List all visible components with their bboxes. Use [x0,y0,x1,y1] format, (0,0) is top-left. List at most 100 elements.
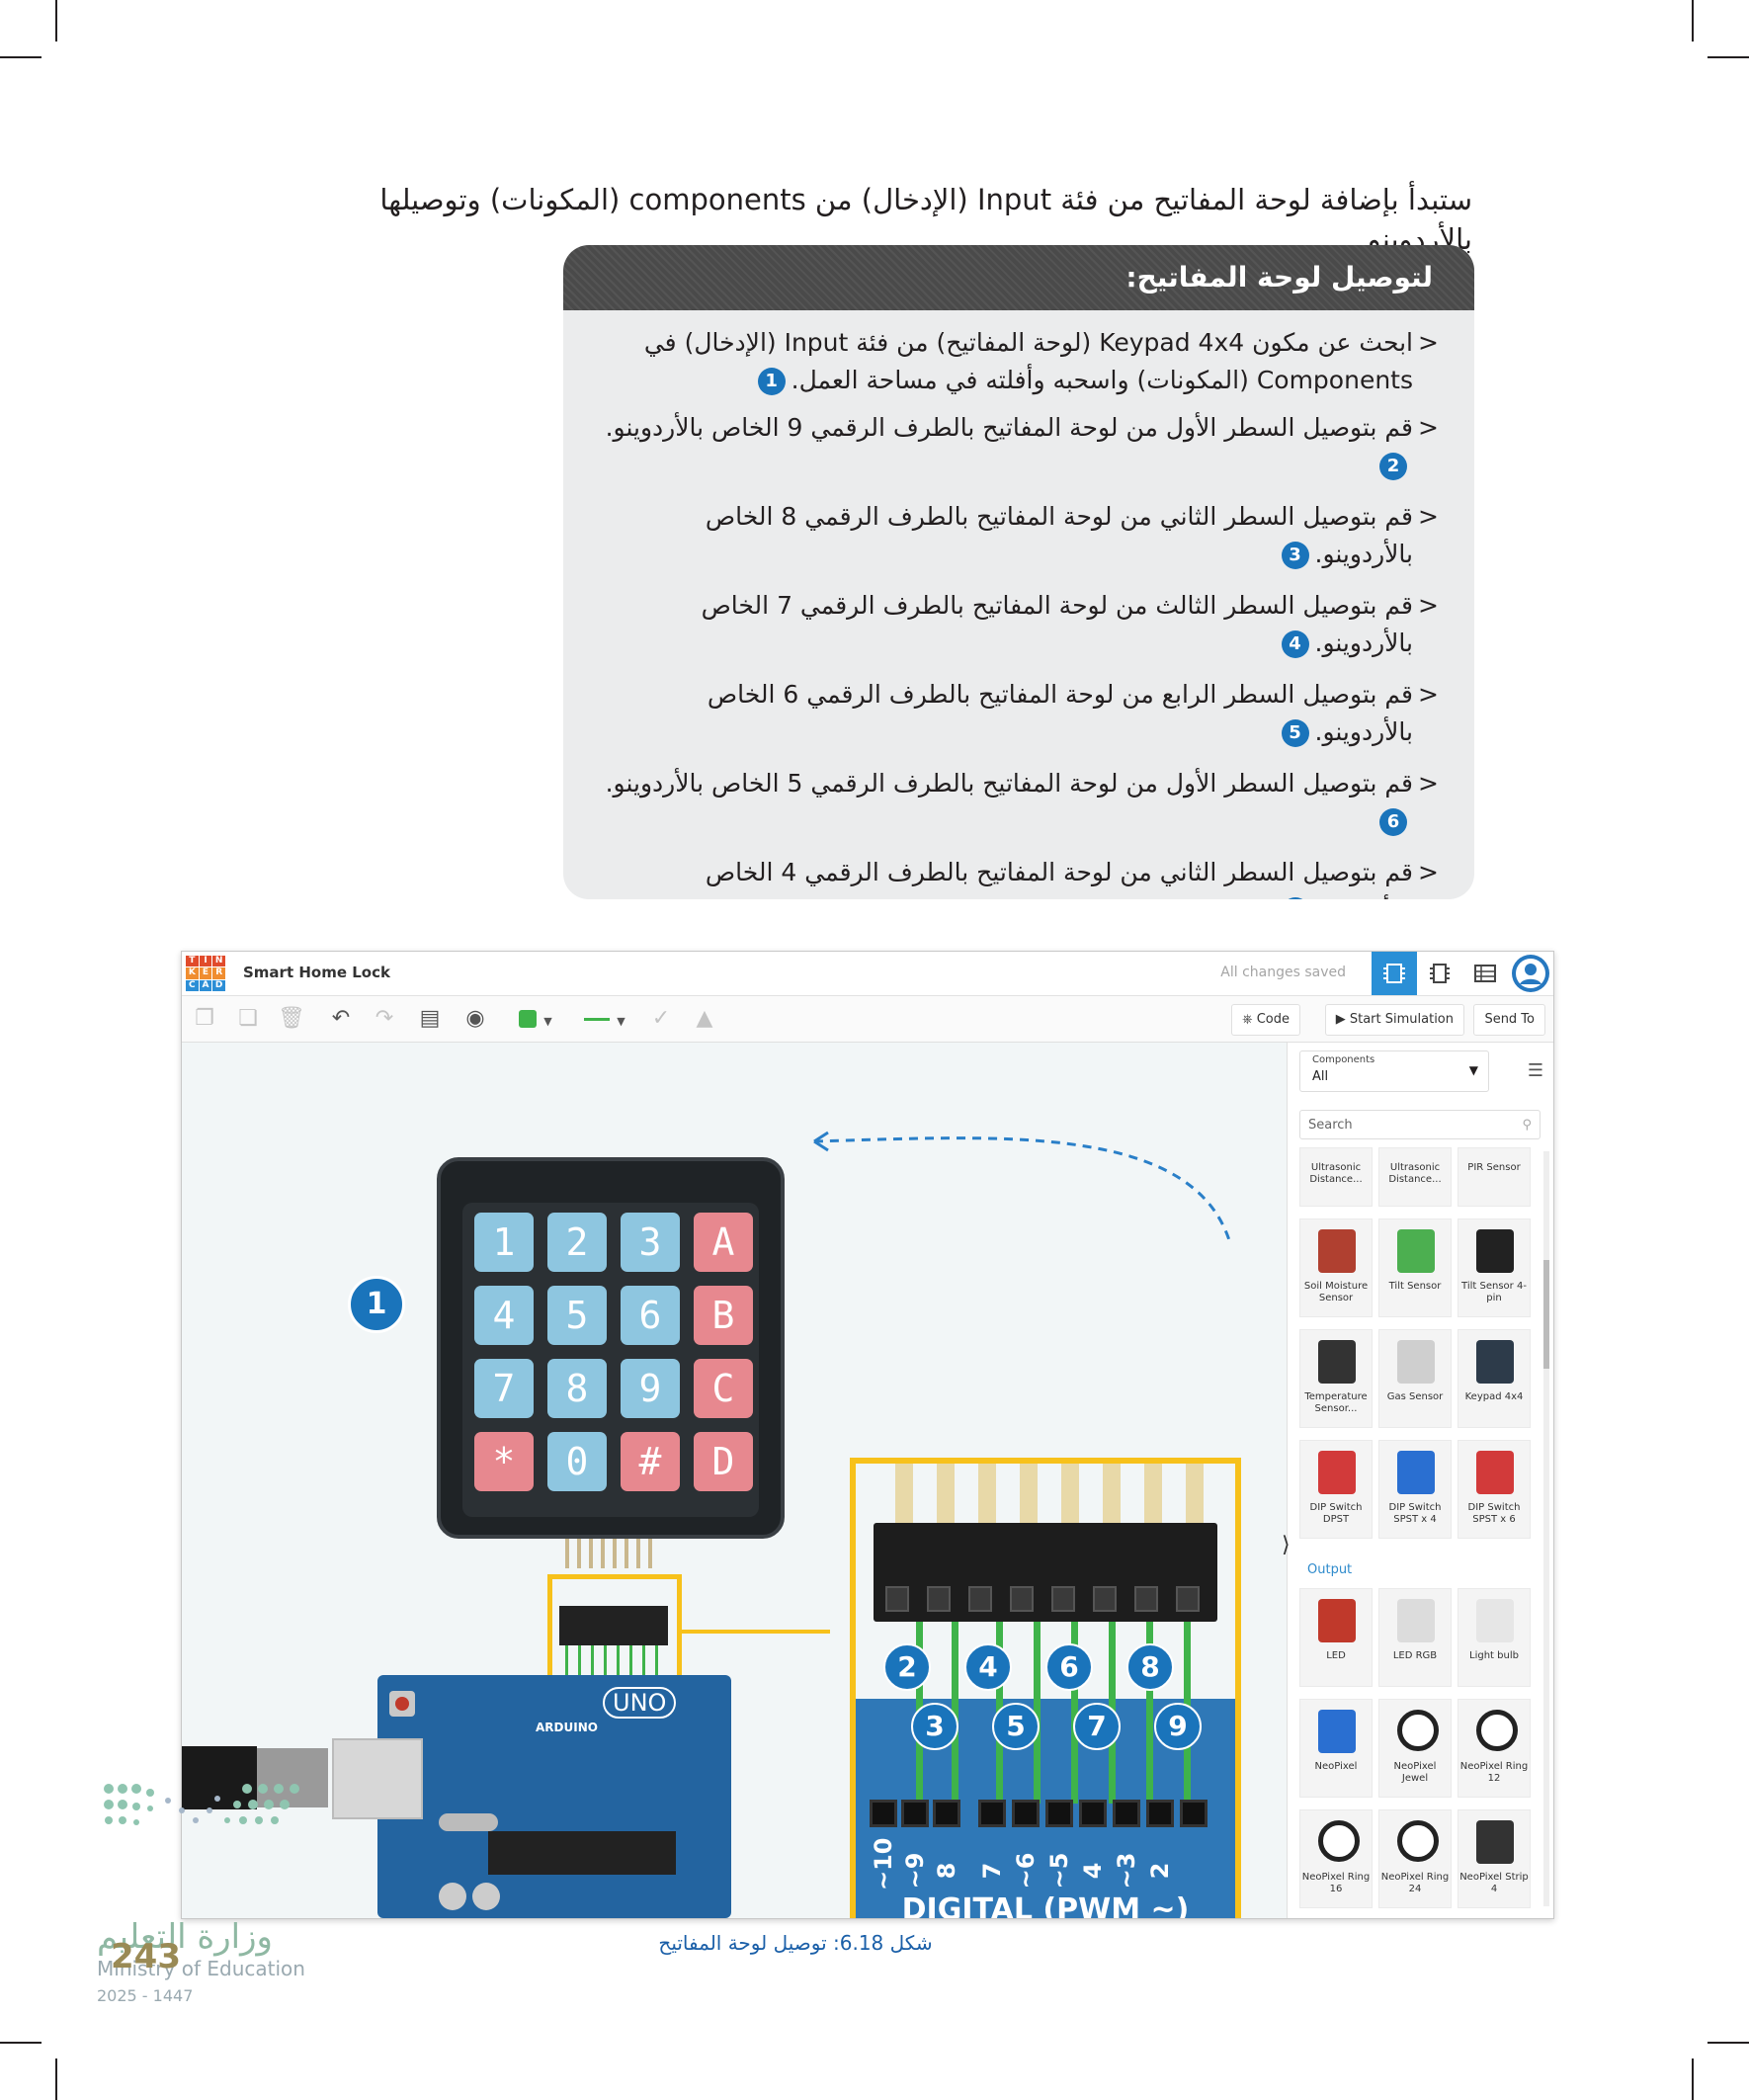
component-list-button[interactable] [1462,952,1508,995]
component-name: NeoPixel Ring 12 [1459,1761,1529,1784]
keypad-pin [636,1539,640,1568]
panel-scrollbar[interactable] [1543,1151,1549,1906]
components-dropdown[interactable]: Components All ▼ [1299,1050,1489,1092]
arduino-uno-board[interactable]: UNO ARDUINO [377,1675,731,1918]
rotate-icon[interactable]: ✓ [651,1006,671,1031]
keypad-key[interactable]: 2 [547,1213,607,1272]
zoom-wire [952,1622,958,1804]
component-icon [1397,1599,1435,1642]
keypad-key[interactable]: 6 [621,1286,680,1345]
send-to-button[interactable]: Send To [1473,1004,1545,1036]
component-tile[interactable]: NeoPixel Ring 16 [1299,1809,1373,1908]
collapse-panel-icon[interactable]: ⟩ [1282,1533,1291,1557]
header-slot [885,1586,909,1612]
crop-mark [55,0,57,42]
start-simulation-button[interactable]: ▶ Start Simulation [1324,1004,1464,1036]
wire-type-picker[interactable]: ▼ [573,1004,636,1034]
keypad-key[interactable]: 3 [621,1213,680,1272]
code-button[interactable]: ⎈ Code [1231,1004,1300,1036]
atmega-chip [488,1831,676,1875]
header-slot [1010,1586,1034,1612]
component-tile[interactable]: Ultrasonic Distance... [1378,1147,1452,1207]
keypad-pin [577,1539,581,1568]
component-tile[interactable]: LED [1299,1588,1373,1687]
component-tile[interactable]: PIR Sensor [1458,1147,1531,1207]
scrollbar-thumb[interactable] [1543,1260,1549,1369]
keypad-key[interactable]: 8 [547,1359,607,1418]
notes-icon[interactable]: ▤ [419,1006,441,1031]
start-simulation-label: Start Simulation [1349,1012,1454,1027]
zoom-pin [1020,1464,1038,1533]
reset-button[interactable] [389,1691,415,1717]
component-tile[interactable]: Gas Sensor [1378,1329,1452,1428]
redo-icon[interactable]: ↷ [375,1006,394,1031]
user-avatar[interactable] [1512,955,1549,992]
step-number-badge: 5 [1281,719,1309,747]
component-tile[interactable]: NeoPixel [1299,1699,1373,1798]
component-tile[interactable]: NeoPixel Jewel [1378,1699,1452,1798]
component-tile[interactable]: Keypad 4x4 [1458,1329,1531,1428]
logo-letter: R [212,967,225,979]
circuit-view-button[interactable] [1372,952,1417,995]
keypad-key[interactable]: 9 [621,1359,680,1418]
zoom-pin [895,1464,913,1533]
usb-port [332,1738,423,1819]
avatar-icon [1516,959,1545,988]
crop-mark [1692,0,1694,42]
component-name: PIR Sensor [1467,1162,1521,1173]
component-name: DIP Switch SPST x 4 [1388,1502,1442,1525]
component-tile[interactable]: Light bulb [1458,1588,1531,1687]
keypad-key[interactable]: 1 [474,1213,534,1272]
arduino-header-slot [1079,1800,1107,1827]
component-tile[interactable]: NeoPixel Ring 12 [1458,1699,1531,1798]
project-title[interactable]: Smart Home Lock [243,964,390,981]
wire-color-picker[interactable]: ▼ [508,1004,563,1034]
component-tile[interactable]: DIP Switch SPST x 4 [1378,1440,1452,1539]
header-slot [1134,1586,1158,1612]
components-dropdown-label: Components [1312,1054,1375,1065]
crystal [439,1813,498,1831]
component-search-input[interactable]: Search ⚲ [1299,1110,1541,1139]
component-tile[interactable]: LED RGB [1378,1588,1452,1687]
component-tile[interactable]: Soil Moisture Sensor [1299,1218,1373,1317]
paste-icon[interactable]: ❏ [238,1006,258,1031]
zoom-pin [1186,1464,1204,1533]
component-tile[interactable]: DIP Switch SPST x 6 [1458,1440,1531,1539]
list-view-icon[interactable]: ☰ [1527,1060,1543,1081]
flip-icon[interactable]: ▲ [696,1006,713,1031]
keypad-key[interactable]: * [474,1432,534,1491]
steps-box: لتوصيل لوحة المفاتيح: ابحث عن مكون Keypa… [563,245,1474,899]
copy-icon[interactable]: ❐ [195,1006,214,1031]
delete-icon[interactable]: 🗑 [278,1006,305,1031]
keypad-key[interactable]: D [694,1432,753,1491]
component-tile[interactable]: Ultrasonic Distance... [1299,1147,1373,1207]
undo-icon[interactable]: ↶ [331,1006,351,1031]
keypad-key[interactable]: A [694,1213,753,1272]
component-tile[interactable]: Temperature Sensor... [1299,1329,1373,1428]
component-tile[interactable]: NeoPixel Strip 4 [1458,1809,1531,1908]
annotate-icon[interactable]: ◉ [465,1006,485,1031]
step-item: قم بتوصيل السطر الأول من لوحة المفاتيح ب… [603,409,1439,484]
keypad-key[interactable]: B [694,1286,753,1345]
keypad-key[interactable]: 4 [474,1286,534,1345]
code-label: Code [1256,1012,1290,1027]
schematic-view-button[interactable] [1417,952,1462,995]
crop-mark [0,2042,42,2044]
keypad-key[interactable]: C [694,1359,753,1418]
component-tile[interactable]: NeoPixel Ring 24 [1378,1809,1452,1908]
step-text: قم بتوصيل السطر الأول من لوحة المفاتيح ب… [605,769,1413,798]
keypad-key[interactable]: 0 [547,1432,607,1491]
component-tile[interactable]: Tilt Sensor 4-pin [1458,1218,1531,1317]
wire-marker: 9 [1154,1703,1202,1750]
keypad-key[interactable]: 5 [547,1286,607,1345]
component-tile[interactable]: Tilt Sensor [1378,1218,1452,1317]
component-tile[interactable]: DIP Switch DPST [1299,1440,1373,1539]
keypad-key[interactable]: 7 [474,1359,534,1418]
digital-pin-label: 7 [978,1862,1006,1880]
components-dropdown-value: All [1312,1069,1329,1084]
keypad-key[interactable]: # [621,1432,680,1491]
